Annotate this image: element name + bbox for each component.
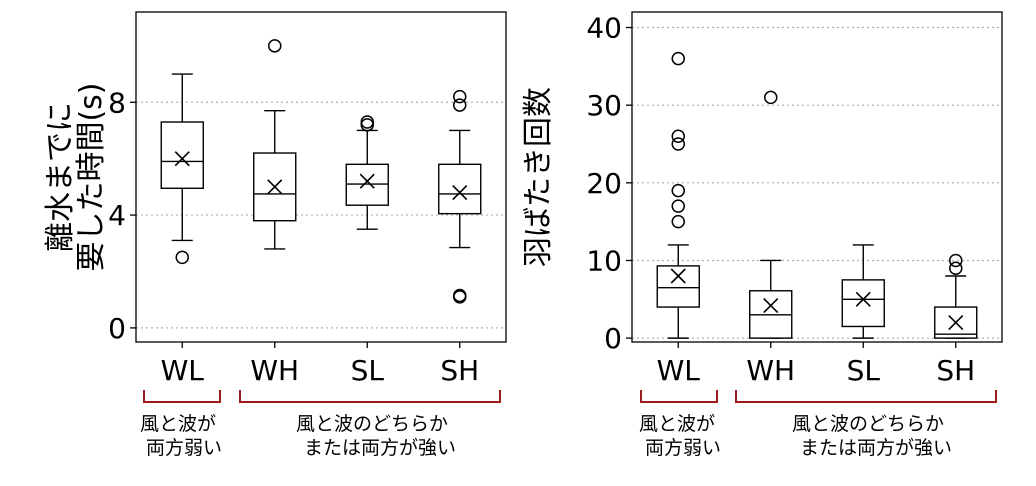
box-WL — [656, 51, 700, 339]
outlier-point — [268, 39, 282, 53]
box-WH — [253, 39, 297, 250]
box-iqr — [841, 279, 885, 328]
mean-marker — [174, 151, 190, 167]
box-WL — [160, 73, 204, 265]
box-SH — [438, 89, 482, 304]
box-iqr — [160, 121, 204, 189]
group-label-strong-line1: 風と波のどちらか — [296, 413, 448, 435]
box-iqr — [345, 163, 389, 206]
x-tick-label: SL — [351, 354, 385, 387]
y-tick-label: 4 — [108, 199, 126, 232]
outlier-point — [453, 89, 467, 104]
outlier-point — [764, 90, 778, 105]
x-tick-label: WH — [250, 354, 299, 387]
mean-marker — [670, 268, 686, 284]
y-tick-label: 40 — [586, 12, 622, 45]
mean-marker — [267, 179, 283, 195]
y-tick-label: 8 — [108, 86, 126, 119]
y-tick-label: 0 — [108, 312, 126, 345]
y-tick-label: 0 — [604, 322, 622, 355]
box-WH — [749, 90, 793, 339]
outlier-point — [175, 250, 189, 265]
group-bracket-weak — [640, 390, 718, 403]
group-label-weak-line2: 両方弱い — [645, 437, 721, 459]
outlier-point — [671, 214, 685, 229]
group-annotation-left-chart: 風と波が 両方弱い 風と波のどちらか または両方が強い — [140, 390, 501, 459]
outlier-point — [949, 261, 963, 275]
group-label-weak-line1: 風と波が — [639, 413, 715, 435]
outlier-point — [671, 199, 685, 213]
outlier-point — [671, 51, 685, 66]
box-iqr — [656, 265, 700, 308]
box-SL — [345, 115, 389, 230]
outlier-point — [453, 288, 467, 303]
group-bracket-strong — [239, 390, 501, 403]
box-SH — [934, 253, 978, 339]
box-iqr — [438, 163, 482, 215]
outlier-point — [671, 129, 685, 143]
box-SL — [841, 244, 885, 339]
y-axis-label: 羽ばたき回数 — [521, 87, 556, 267]
group-label-strong-line2: または両方が強い — [800, 437, 952, 459]
group-label-weak-line1: 風と波が — [140, 413, 216, 435]
x-tick-label: SH — [936, 354, 975, 387]
y-axis-label: 離水までに — [43, 102, 78, 252]
plot-frame — [631, 11, 1003, 343]
group-label-strong-line2: または両方が強い — [304, 437, 456, 459]
outlier-point — [949, 253, 963, 268]
x-tick-label: WL — [161, 354, 205, 387]
mean-marker — [948, 315, 964, 331]
outlier-point — [360, 118, 374, 132]
x-tick-label: WL — [657, 354, 701, 387]
group-bracket-strong — [735, 390, 997, 403]
y-tick-label: 30 — [586, 89, 622, 122]
outlier-point — [453, 98, 467, 112]
mean-marker — [855, 291, 871, 307]
outlier-point — [360, 115, 374, 129]
y-axis-label: 要した時間(s) — [74, 82, 109, 271]
group-annotation-right-chart: 風と波が 両方弱い 風と波のどちらか または両方が強い — [639, 390, 997, 459]
mean-marker — [763, 297, 779, 314]
outlier-point — [671, 183, 685, 198]
outlier-point — [671, 137, 685, 151]
plot-frame — [135, 11, 507, 343]
x-tick-label: SH — [440, 354, 479, 387]
mean-marker — [452, 184, 468, 201]
y-tick-label: 20 — [586, 167, 622, 200]
group-label-strong-line1: 風と波のどちらか — [792, 413, 944, 435]
mean-marker — [359, 173, 375, 189]
y-tick-label: 10 — [586, 244, 622, 277]
x-tick-label: SL — [847, 354, 881, 387]
x-tick-label: WH — [746, 354, 795, 387]
group-label-weak-line2: 両方弱い — [146, 437, 222, 459]
group-bracket-weak — [143, 390, 221, 403]
